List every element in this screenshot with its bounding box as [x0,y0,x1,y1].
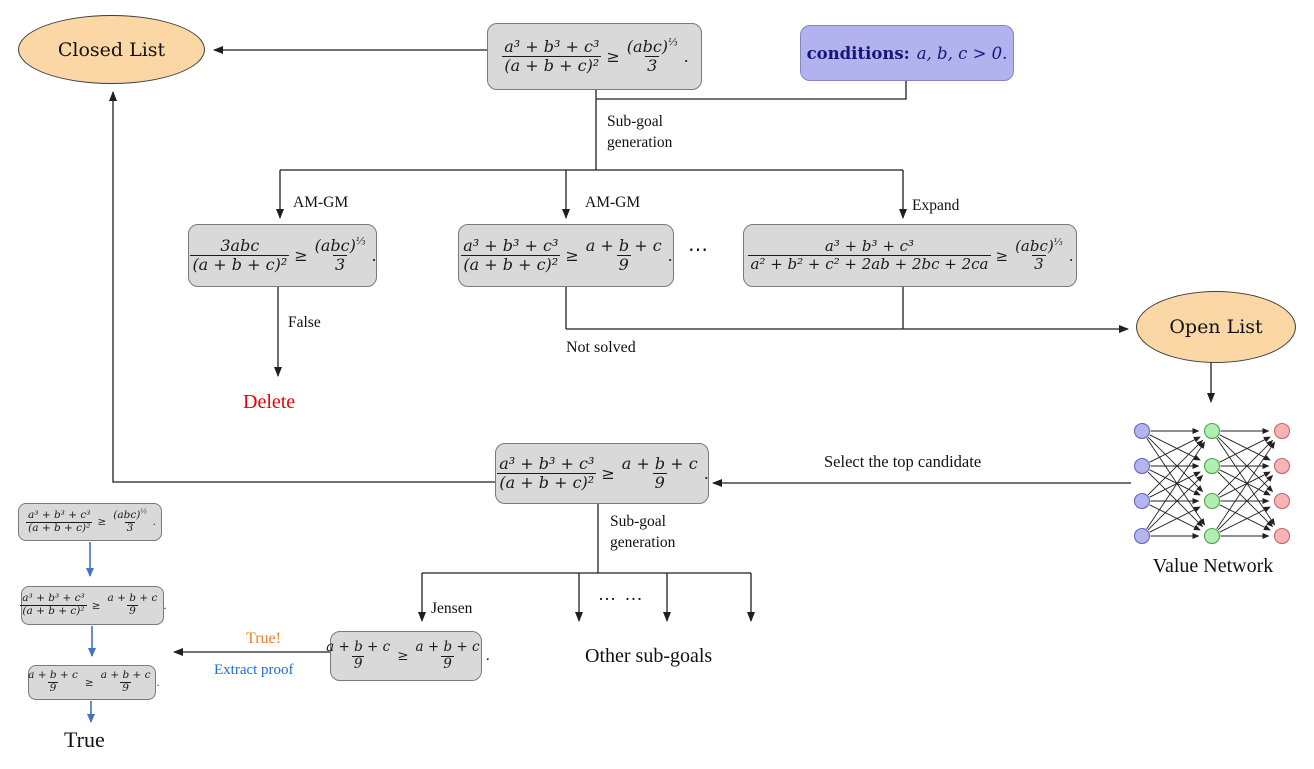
network-edge [1219,504,1271,531]
network-edge [1216,441,1276,530]
select-top-candidate-label: Select the top candidate [824,452,982,471]
amgm-label-2: AM-GM [585,194,641,211]
network-node-output [1273,527,1291,545]
network-edge [1217,439,1274,496]
network-edge [1217,474,1274,531]
network-edge [1147,436,1204,493]
network-edge [1149,469,1201,496]
network-node-input [1133,527,1151,545]
network-edge [1219,506,1271,533]
network-edge [1219,469,1271,496]
network-edge [1219,436,1271,463]
network-edge [1147,474,1204,531]
network-edge [1149,471,1201,498]
expand-label: Expand [912,197,960,214]
open-list-node: Open List [1136,291,1296,363]
network-edge [1217,436,1274,493]
network-edge [1217,471,1274,528]
true-final-label: True [64,727,105,752]
network-node-output [1273,492,1291,510]
value-network-graph [1133,422,1291,545]
network-node-input [1133,457,1151,475]
network-node-output [1273,422,1291,440]
conditions-box: conditions: a, b, c > 0. [800,25,1014,81]
closed-list-label: Closed List [57,38,166,61]
conditions-keyword: conditions: [806,43,910,63]
jensen-label: Jensen [431,600,473,617]
network-node-hidden [1203,527,1221,545]
network-node-output [1273,457,1291,475]
subgoal-generation-label-1: Sub-goal generation [607,113,673,151]
network-edge [1149,506,1201,533]
false-label: False [288,314,321,331]
value-network-label: Value Network [1152,555,1274,577]
network-edge [1216,437,1276,526]
network-edge [1149,436,1201,463]
network-edge [1219,434,1271,461]
subgoal-generation-label-2: Sub-goal generation [610,513,676,551]
network-node-hidden [1203,492,1221,510]
conditions-math: a, b, c > 0. [916,43,1008,63]
true-excl-label: True! [246,630,281,647]
closed-list-node: Closed List [18,15,205,84]
network-node-input [1133,492,1151,510]
network-edge [1149,434,1201,461]
network-node-hidden [1203,422,1221,440]
not-solved-label: Not solved [566,339,636,356]
open-list-label: Open List [1169,316,1263,338]
network-edge [1149,504,1201,531]
arrow-to-closed-list-feedback [109,91,495,483]
network-edge [1219,471,1271,498]
network-edge [1146,437,1206,526]
other-subgoals-label: Other sub-goals [585,645,713,667]
branch-ellipsis: … … [598,584,645,604]
amgm-label-1: AM-GM [293,194,349,211]
row-ellipsis: ⋯ [688,239,708,261]
network-edge [1146,441,1206,530]
delete-label: Delete [243,391,296,413]
network-node-input [1133,422,1151,440]
network-edge [1147,439,1204,496]
network-edge [1147,471,1204,528]
extract-proof-label: Extract proof [214,662,294,678]
network-node-hidden [1203,457,1221,475]
